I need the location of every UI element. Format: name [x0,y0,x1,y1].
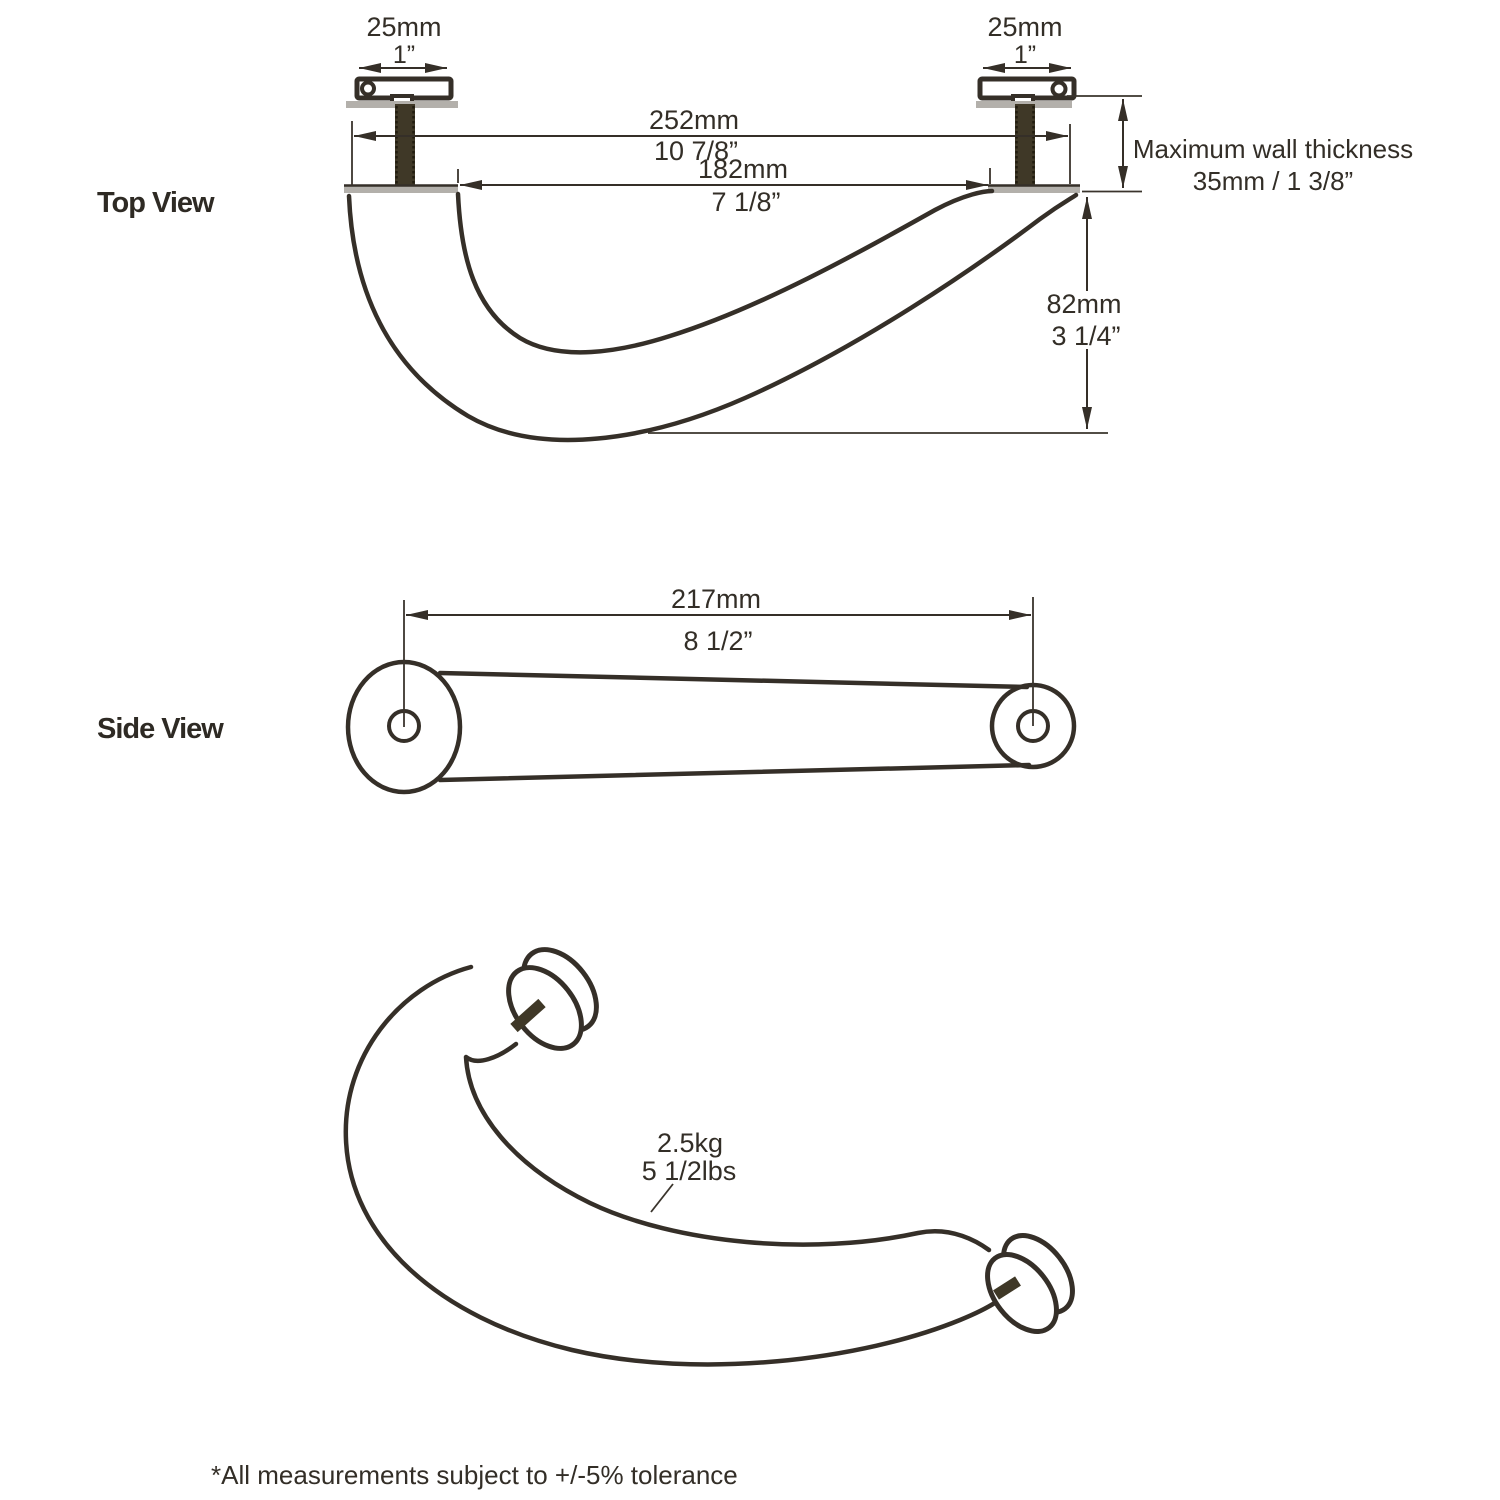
dim-right-stud-mm: 25mm [987,12,1062,42]
dim-right-stud-inch: 1” [1014,41,1036,69]
handle-inner-curve [455,188,995,355]
dim-left-stud-inch: 1” [393,41,415,69]
iso-top-flange [506,947,599,1051]
dim-projection-mm: 82mm [1046,289,1121,319]
side-body-top-edge [437,670,1030,690]
left-bolt-shaft [395,104,415,188]
iso-bottom-flange-face [985,1252,1059,1334]
dim-projection-inch: 3 1/4” [1051,321,1120,351]
side-view-drawing: 217mm 8 1/2” Side View [97,584,1077,795]
iso-handle-inner-curve [463,1041,992,1253]
dim-overall-mm: 252mm [649,105,739,135]
side-body-bottom-edge [437,762,1032,783]
wall-thickness-value: 35mm / 1 3/8” [1193,166,1353,196]
side-view-label: Side View [97,713,224,745]
iso-view-drawing: 2.5kg 5 1/2lbs [343,947,1075,1367]
top-view-label: Top View [97,187,215,219]
iso-bottom-flange [985,1233,1075,1334]
top-view-drawing: 25mm 1” 25mm 1” 252mm 10 7/8” 182mm 7 1/… [97,12,1413,443]
handle-outer-curve [346,192,1079,443]
weight-kg: 2.5kg [657,1128,723,1158]
right-handle-flange [988,185,1080,193]
dim-overall-inch: 10 7/8” [654,136,738,166]
weight-leader-line [650,1183,674,1213]
dim-centers-mm: 182mm [698,154,788,184]
dim-left-stud-mm: 25mm [366,12,441,42]
iso-top-bolt-stub [510,998,546,1033]
left-clamp-hole [360,80,376,97]
right-bolt-shaft [1015,104,1035,188]
iso-handle-outer-curve [343,964,1017,1367]
weight-lbs: 5 1/2lbs [642,1156,737,1186]
right-clamp-hole [1050,80,1068,98]
iso-bottom-bolt-stub [993,1276,1021,1300]
dim-centers-inch: 7 1/8” [711,187,780,217]
tolerance-note: *All measurements subject to +/-5% toler… [211,1460,738,1490]
dim-side-length-inch: 8 1/2” [683,626,752,656]
left-mount-assembly [344,76,458,193]
left-handle-flange [344,185,458,193]
dim-side-length-mm: 217mm [671,584,761,614]
right-mount-assembly [976,76,1080,193]
wall-thickness-label: Maximum wall thickness [1133,134,1413,164]
